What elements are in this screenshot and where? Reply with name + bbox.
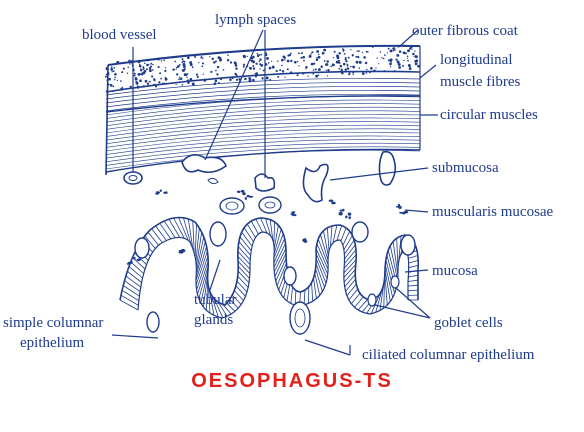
lymph-space-4 xyxy=(379,152,395,185)
goblet-cell-2 xyxy=(368,294,376,306)
label-muscle-fibres: muscle fibres xyxy=(440,74,520,91)
gland-9 xyxy=(284,267,296,285)
label-ciliated-columnar: ciliated columnar epithelium xyxy=(362,347,534,364)
label-blood-vessel: blood vessel xyxy=(82,27,157,44)
gland-3 xyxy=(210,222,226,246)
wall-outer-boundary xyxy=(108,46,420,65)
label-epithelium: epithelium xyxy=(20,335,84,352)
label-lymph-spaces: lymph spaces xyxy=(215,12,296,29)
gland-5 xyxy=(352,222,368,242)
label-muscularis-mucosae: muscularis mucosae xyxy=(432,204,553,221)
ptr-lymph-1 xyxy=(205,30,263,160)
gland-7 xyxy=(135,238,149,258)
lymph-space-3 xyxy=(303,164,328,201)
label-longitudinal: longitudinal xyxy=(440,52,513,69)
diagram-title: OESOPHAGUS-TS xyxy=(0,370,584,393)
label-goblet-cells: goblet cells xyxy=(434,315,503,332)
label-submucosa: submucosa xyxy=(432,160,499,177)
blood-vessel-shape xyxy=(124,172,142,184)
ptr-tubular xyxy=(210,260,220,290)
label-tubular: tubular xyxy=(194,292,237,309)
gland-1 xyxy=(220,198,244,214)
label-circular-muscles: circular muscles xyxy=(440,107,538,124)
label-mucosa: mucosa xyxy=(432,263,478,280)
esophageal-wall xyxy=(105,44,420,175)
longitudinal-boundary xyxy=(106,96,420,112)
ptr-simple-columnar xyxy=(112,335,158,338)
gland-4 xyxy=(290,302,310,334)
label-outer-fibrous-coat: outer fibrous coat xyxy=(412,23,518,40)
ptr-muscularis xyxy=(405,210,428,212)
gland-2 xyxy=(259,197,281,213)
ptr-longitudinal xyxy=(420,65,436,78)
label-simple-columnar: simple columnar xyxy=(3,315,103,332)
circular-boundary xyxy=(106,149,420,172)
ptr-ciliated xyxy=(305,340,350,355)
gland-6 xyxy=(401,235,415,255)
longitudinal-fibres xyxy=(106,78,420,111)
label-glands: glands xyxy=(194,312,233,329)
gland-8 xyxy=(147,312,159,332)
goblet-cell-1 xyxy=(391,276,399,288)
wall-left-edge xyxy=(106,65,108,175)
